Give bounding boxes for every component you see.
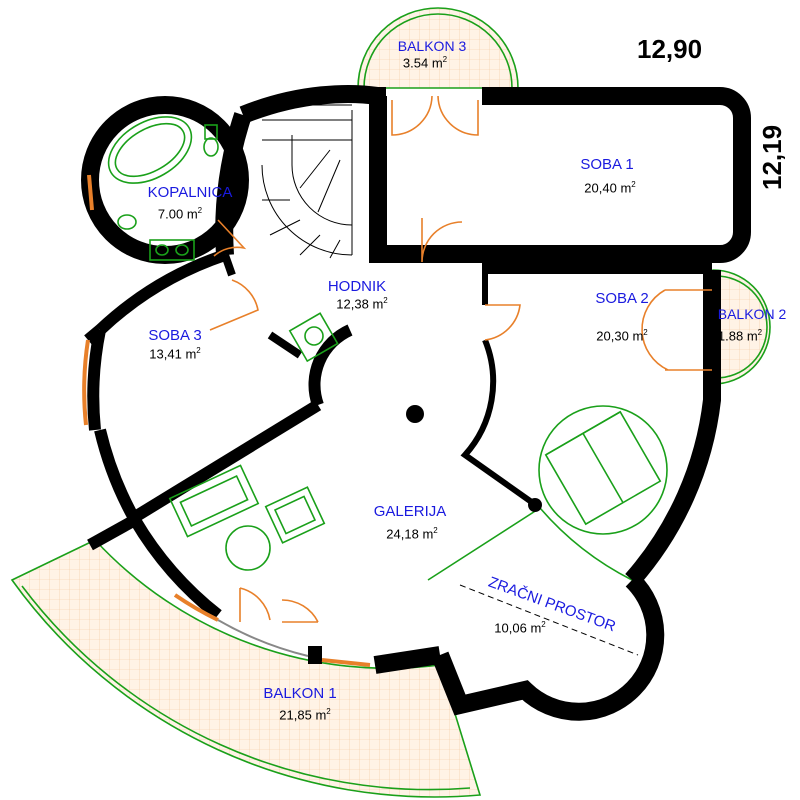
room-label-soba-1: SOBA 1 [580, 156, 634, 173]
room-label-kopalnica: KOPALNICA [147, 184, 233, 201]
doors [209, 95, 712, 623]
balkon-1-floor [10, 539, 482, 798]
room-area-balkon-3: 3.54 m2 [402, 55, 448, 71]
air-space-outline [427, 506, 633, 581]
room-area-kopalnica: 7.00 m2 [157, 206, 203, 222]
dimension-width: 12,90 [637, 34, 703, 64]
room-label-galerija: GALERIJA [373, 503, 447, 520]
room-label-hodnik: HODNIK [327, 278, 387, 295]
balkon-3-floor [357, 7, 519, 89]
balkon-2-rail [715, 275, 768, 379]
balkon-1-rail [21, 585, 471, 791]
room-area-balkon-1: 21,85 m2 [279, 707, 331, 723]
room-area-soba-1: 20,40 m2 [584, 180, 636, 196]
balkon-3-rail [363, 13, 513, 89]
room-label-balkon-1: BALKON 1 [263, 685, 337, 702]
windows [82, 174, 371, 667]
room-area-soba-3: 13,41 m2 [149, 346, 201, 362]
dimension-depth: 12,19 [757, 124, 787, 190]
furniture [107, 116, 668, 571]
room-label-balkon-3: BALKON 3 [397, 38, 467, 54]
staircase [261, 104, 353, 259]
room-label-soba-3: SOBA 3 [148, 327, 202, 344]
room-area-hodnik: 12,38 m2 [336, 296, 388, 312]
air-space-line [459, 584, 639, 656]
room-area-balkon-2: 1.88 m2 [717, 328, 763, 344]
room-area-zracni-prostor: 10,06 m2 [494, 620, 546, 636]
room-area-galerija: 24,18 m2 [386, 526, 438, 542]
walls [81, 85, 751, 721]
room-label-soba-2: SOBA 2 [595, 290, 649, 307]
room-label-balkon-2: BALKON 2 [717, 306, 787, 322]
room-area-soba-2: 20,30 m2 [596, 328, 648, 344]
balkon-2-floor [712, 269, 771, 385]
